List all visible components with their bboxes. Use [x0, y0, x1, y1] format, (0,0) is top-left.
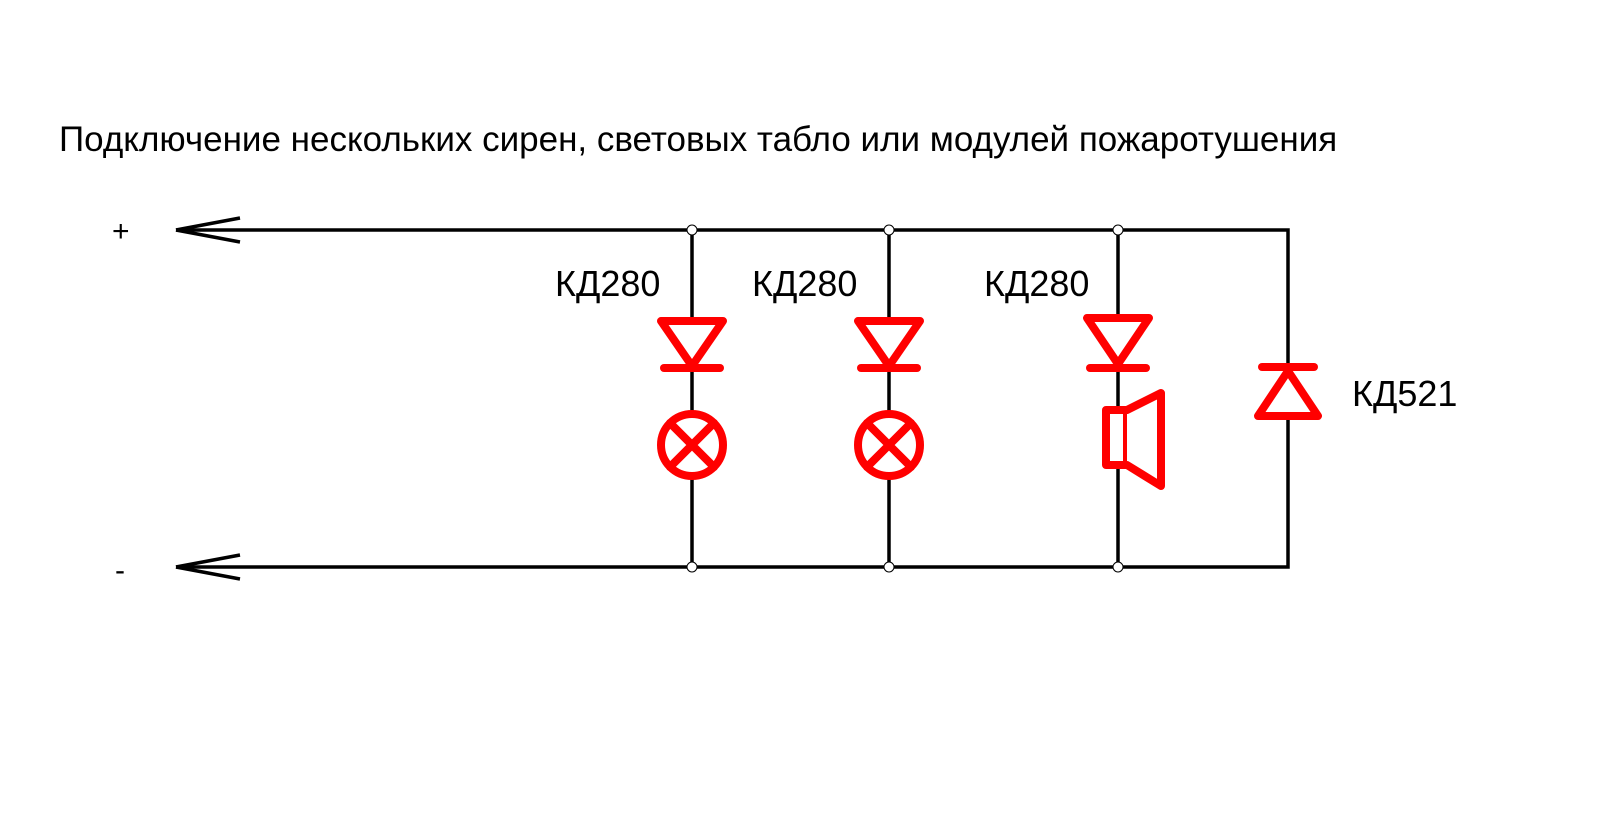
minus-terminal-label: -: [115, 554, 125, 587]
lamp-icon: [657, 410, 727, 480]
plus-terminal-label: +: [112, 215, 130, 248]
diode-icon: [657, 317, 727, 372]
lamp-icon: [854, 410, 924, 480]
protection-diode-icon: [1254, 363, 1322, 420]
wires: [175, 216, 1290, 581]
speaker-icon: [1102, 389, 1165, 490]
plus-arrow-icon: [175, 216, 241, 244]
diode-label-2: КД280: [752, 263, 857, 304]
diagram-title: Подключение нескольких сирен, световых т…: [59, 120, 1337, 159]
protection-diode-label: КД521: [1352, 373, 1457, 414]
diode-label-1: КД280: [555, 263, 660, 304]
diode-label-3: КД280: [984, 263, 1089, 304]
diode-icon: [1083, 314, 1153, 372]
power-rails: [176, 228, 1290, 569]
minus-arrow-icon: [175, 553, 241, 581]
junction-dots: [686, 224, 1124, 573]
diode-icon: [854, 317, 924, 372]
